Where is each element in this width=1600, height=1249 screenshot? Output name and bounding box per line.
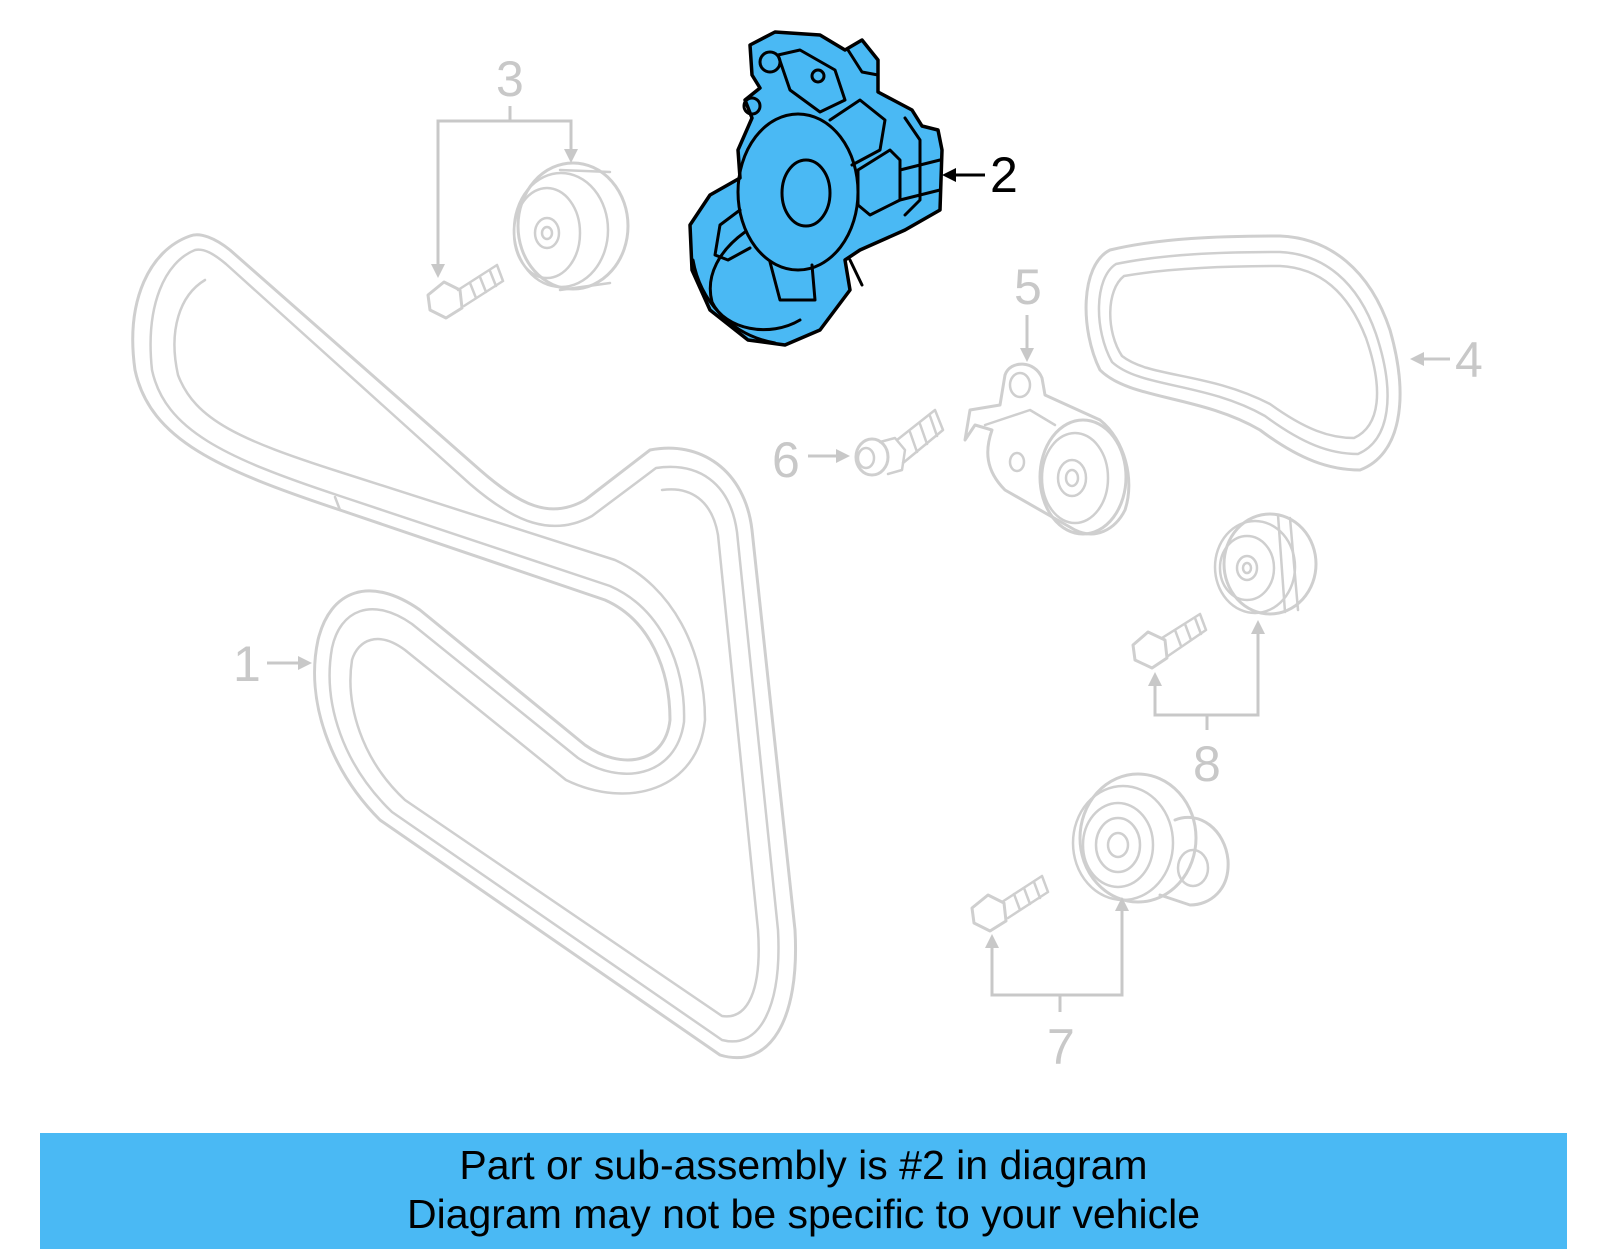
callout-3-label: 3 <box>496 51 524 107</box>
callout-6-label: 6 <box>772 432 800 488</box>
belt-part-1[interactable] <box>131 233 798 1060</box>
callout-8: 8 <box>1148 620 1265 792</box>
callout-3: 3 <box>431 51 578 278</box>
callout-4-label: 4 <box>1455 332 1483 388</box>
callout-2-label: 2 <box>990 147 1018 203</box>
idler-pulley-part-3[interactable] <box>512 161 630 292</box>
banner-line-1: Part or sub-assembly is #2 in diagram <box>459 1142 1148 1188</box>
callout-1: 1 <box>233 636 312 692</box>
info-banner: Part or sub-assembly is #2 in diagram Di… <box>40 1133 1567 1249</box>
callout-1-label: 1 <box>233 636 261 692</box>
callout-4: 4 <box>1410 332 1483 388</box>
callout-6: 6 <box>772 432 850 488</box>
tensioner-pulley-part-7[interactable] <box>1071 772 1230 907</box>
callout-7: 7 <box>985 897 1129 1075</box>
bolt-part-3[interactable] <box>426 263 505 320</box>
bolt-part-6[interactable] <box>854 408 945 477</box>
callout-7-label: 7 <box>1047 1019 1075 1075</box>
idler-pulley-part-8[interactable] <box>1213 512 1318 616</box>
callout-8-label: 8 <box>1193 736 1221 792</box>
callout-2: 2 <box>942 147 1018 203</box>
callout-5-label: 5 <box>1014 259 1042 315</box>
belt-part-4[interactable] <box>1084 234 1402 472</box>
bolt-part-7[interactable] <box>970 874 1050 933</box>
callout-5: 5 <box>1014 259 1042 362</box>
tensioner-part-5[interactable] <box>963 362 1131 536</box>
bolt-part-8[interactable] <box>1131 612 1208 670</box>
banner-line-2: Diagram may not be specific to your vehi… <box>406 1191 1200 1237</box>
belt-tensioner-part-2[interactable] <box>688 30 944 347</box>
